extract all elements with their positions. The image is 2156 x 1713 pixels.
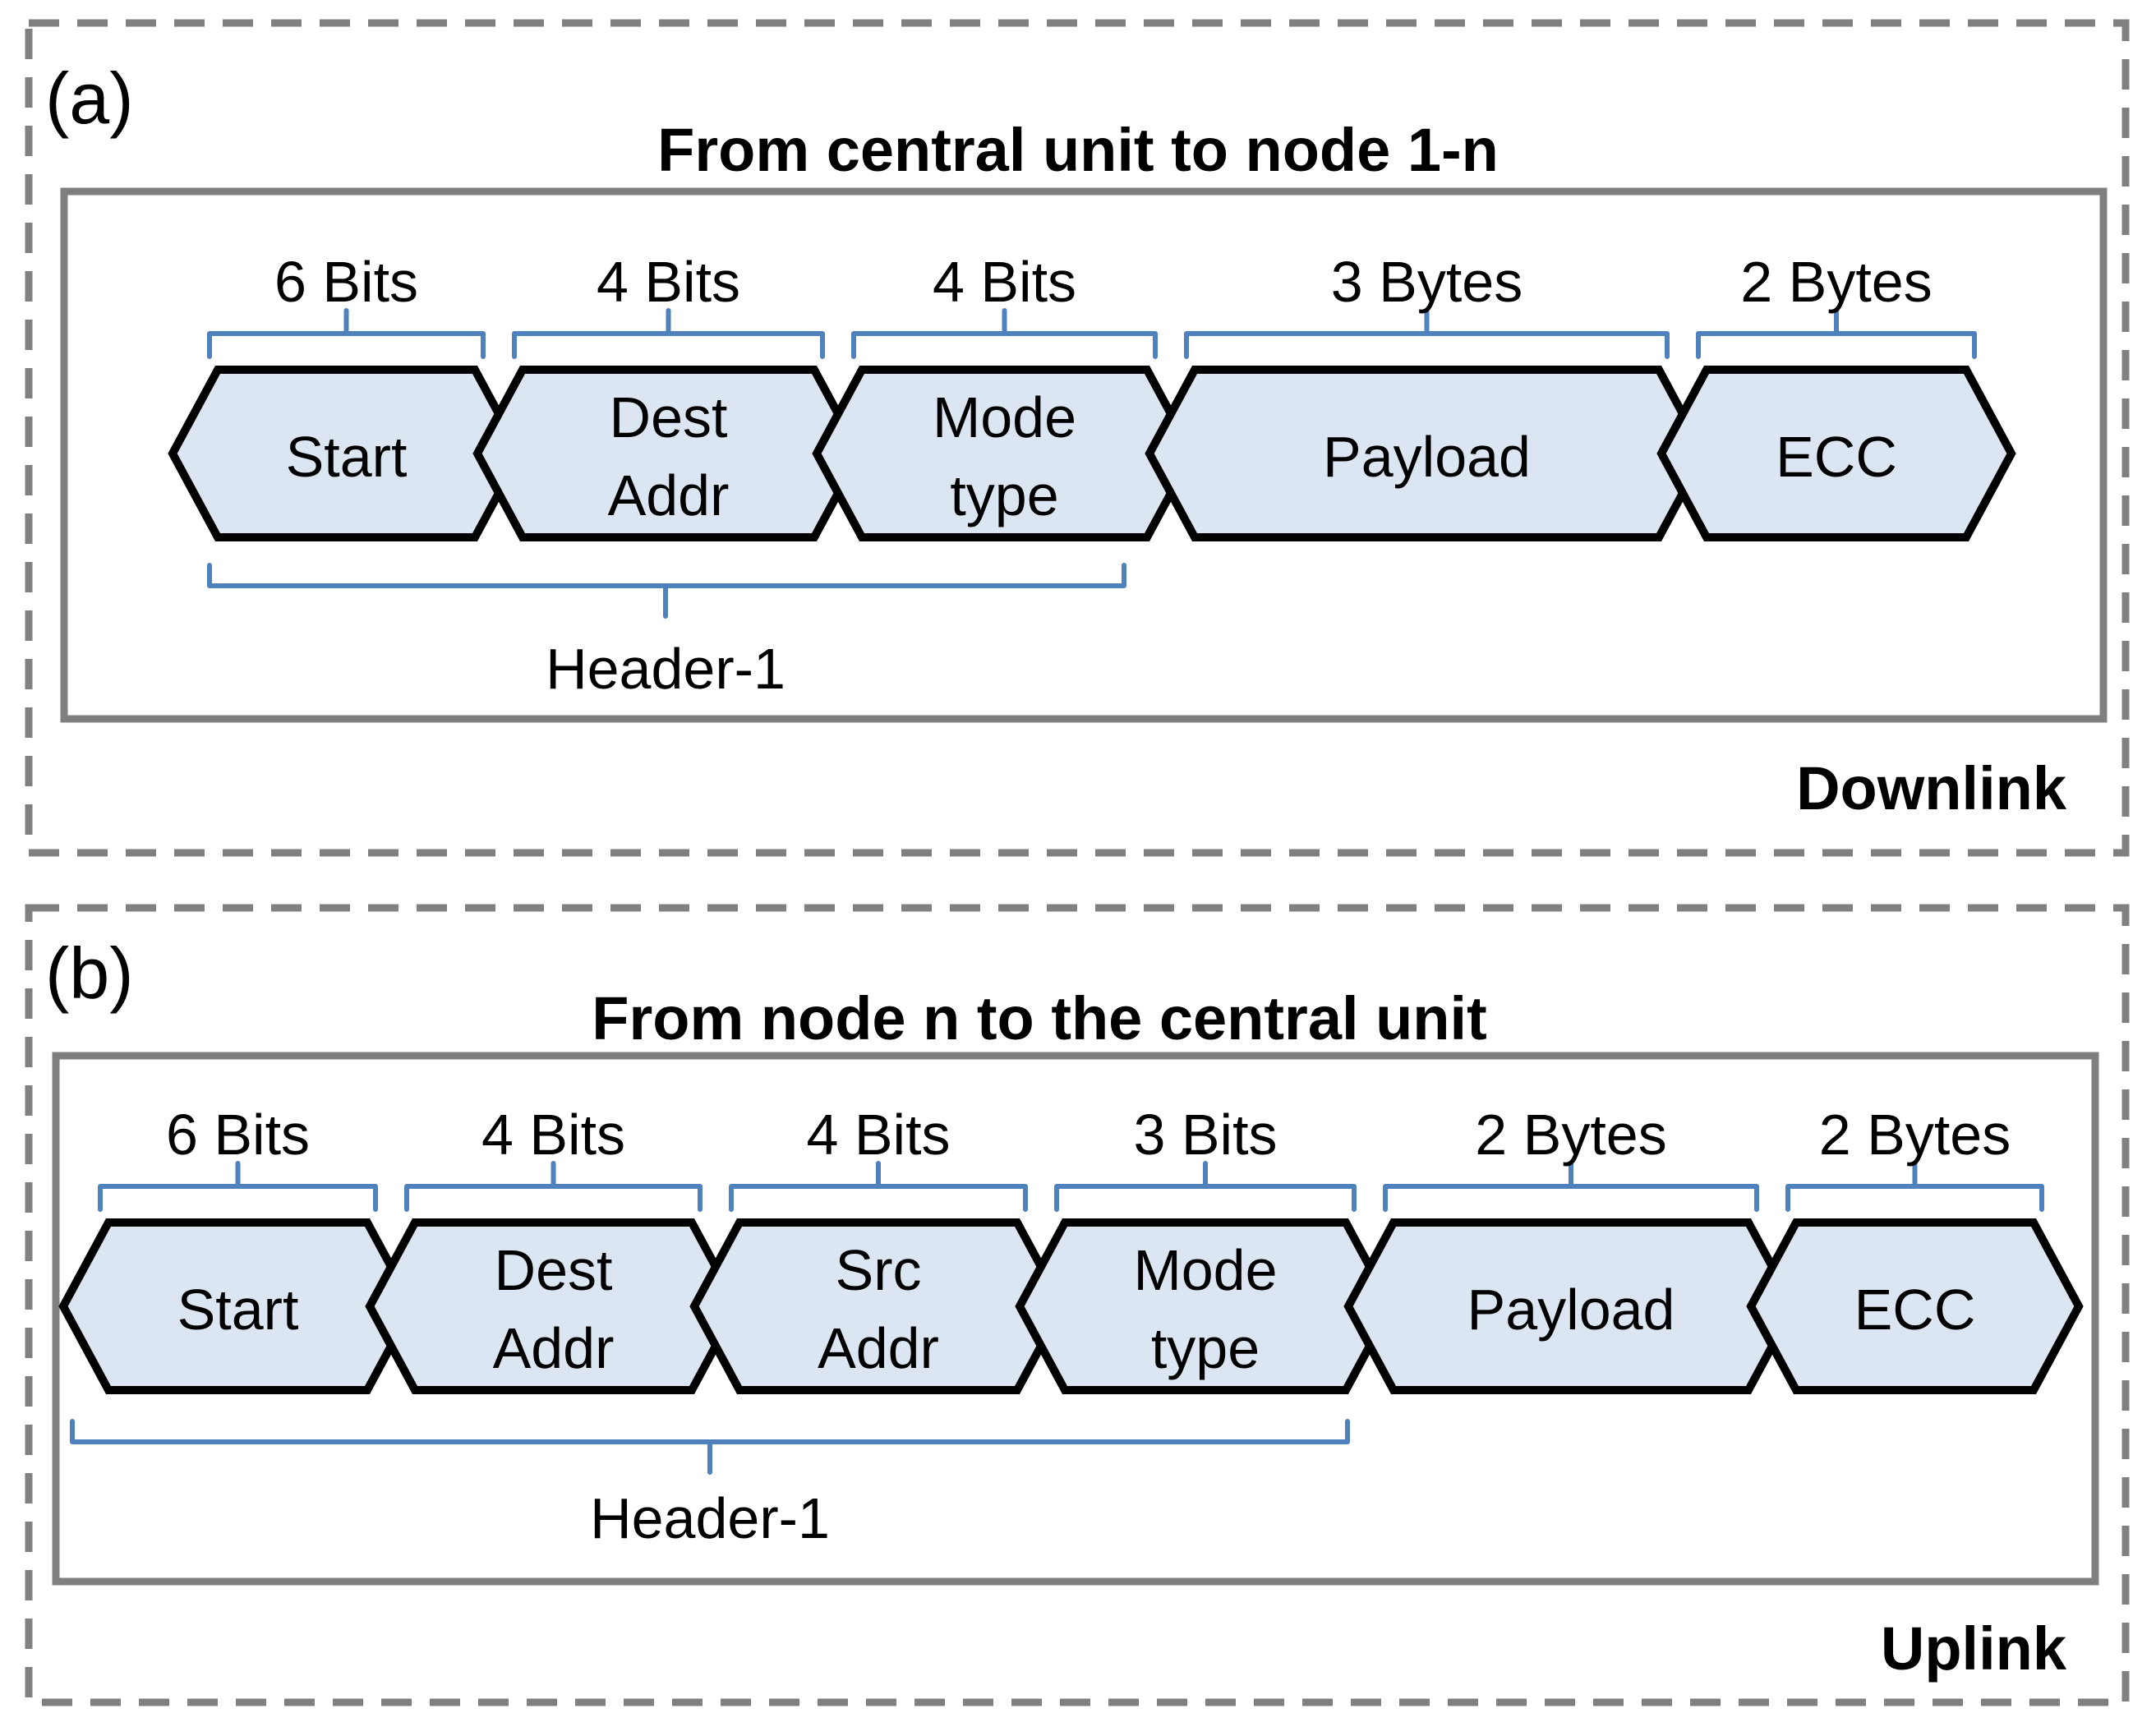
field-name-line: Mode [933,385,1076,449]
panel-b-tag: (b) [45,932,134,1014]
field-name-line: Start [286,425,408,489]
field-size-brace [851,308,1158,359]
field-size-brace [1383,1161,1759,1212]
field-hexagon-ecc [1656,366,2016,541]
panel-a-title: From central unit to node 1-n [657,116,1499,184]
panel-uplink: (b) From node n to the central unit 6 Bi… [25,904,2130,1706]
field-name-line: ECC [1854,1278,1976,1342]
panel-a-header-label: Header-1 [546,637,785,701]
field-size-label: 4 Bits [597,250,740,314]
field-size-label: 4 Bits [933,250,1076,314]
field-name-line: Payload [1467,1278,1675,1342]
panel-b-title: From node n to the central unit [592,984,1486,1052]
field-size-label: 3 Bytes [1331,250,1523,314]
field-size-brace [1696,308,1977,359]
field-size-label: 4 Bits [806,1103,950,1167]
field-size-brace [98,1161,378,1212]
panel-b-header-brace [70,1419,1350,1475]
field-name-line: Dest [495,1238,613,1302]
field-name-line: Payload [1323,425,1531,489]
field-name-line: type [1151,1316,1260,1380]
field-name-line: Addr [608,463,730,527]
field-size-brace [1054,1161,1357,1212]
field-size-label: 6 Bits [166,1103,310,1167]
panel-a-header-brace [207,563,1126,619]
downlink-label: Downlink [1796,754,2067,822]
field-name-line: Start [177,1278,299,1342]
field-size-label: 2 Bytes [1819,1103,2011,1167]
panel-a-tag: (a) [45,58,134,139]
field-hexagon-ecc [1746,1218,2084,1394]
panel-b-dashed-border [25,904,2130,1706]
field-size-brace [207,308,486,359]
field-name-line: Src [836,1238,922,1302]
field-name-line: Addr [818,1316,939,1380]
panel-b-header-label: Header-1 [590,1486,830,1550]
uplink-label: Uplink [1881,1614,2067,1683]
field-name-line: Addr [493,1316,615,1380]
panel-a-dashed-border [25,19,2130,857]
field-name-line: ECC [1776,425,1897,489]
field-name-line: type [950,463,1058,527]
panel-downlink: (a) From central unit to node 1-n 6 Bits… [25,19,2130,857]
field-size-brace [512,308,825,359]
field-name-line: Mode [1133,1238,1277,1302]
field-size-brace [729,1161,1028,1212]
field-size-label: 3 Bits [1133,1103,1277,1167]
field-size-label: 6 Bits [274,250,418,314]
field-size-brace [1785,1161,2044,1212]
field-size-label: 2 Bytes [1475,1103,1666,1167]
field-size-label: 4 Bits [481,1103,625,1167]
field-name-line: Dest [610,385,728,449]
field-size-brace [404,1161,703,1212]
field-size-brace [1184,308,1670,359]
field-size-label: 2 Bytes [1740,250,1932,314]
